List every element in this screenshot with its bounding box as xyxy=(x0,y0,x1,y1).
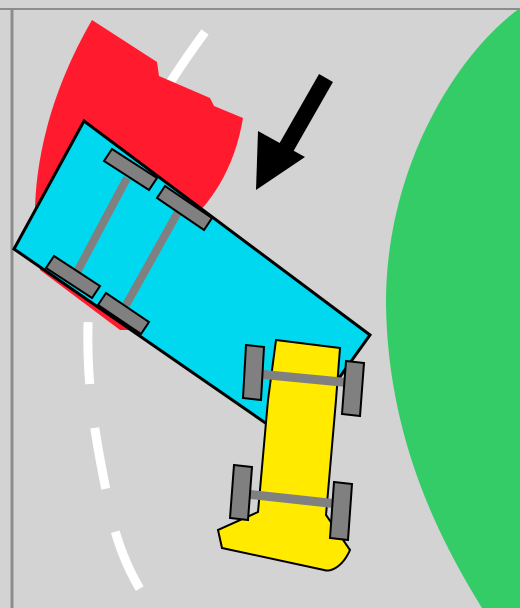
trailer-wheel-4 xyxy=(96,291,151,336)
trailer-axle-2 xyxy=(122,210,182,307)
trailer-wheel-1 xyxy=(102,147,159,192)
arrow-down-left-icon xyxy=(256,74,333,190)
car-axle-rear xyxy=(245,489,339,509)
trailer-wheel-3 xyxy=(155,184,214,232)
trailer-wheel-2 xyxy=(44,254,102,300)
car-wheel-front-left xyxy=(241,343,266,402)
yellow-car xyxy=(216,338,352,572)
car-wheel-front-right xyxy=(340,359,366,418)
car-wheel-rear-right xyxy=(328,480,354,542)
trailer-axle-1 xyxy=(73,176,131,274)
grass-area xyxy=(385,8,520,608)
car-wheel-rear-left xyxy=(228,463,254,522)
car-axle-front xyxy=(257,369,353,388)
